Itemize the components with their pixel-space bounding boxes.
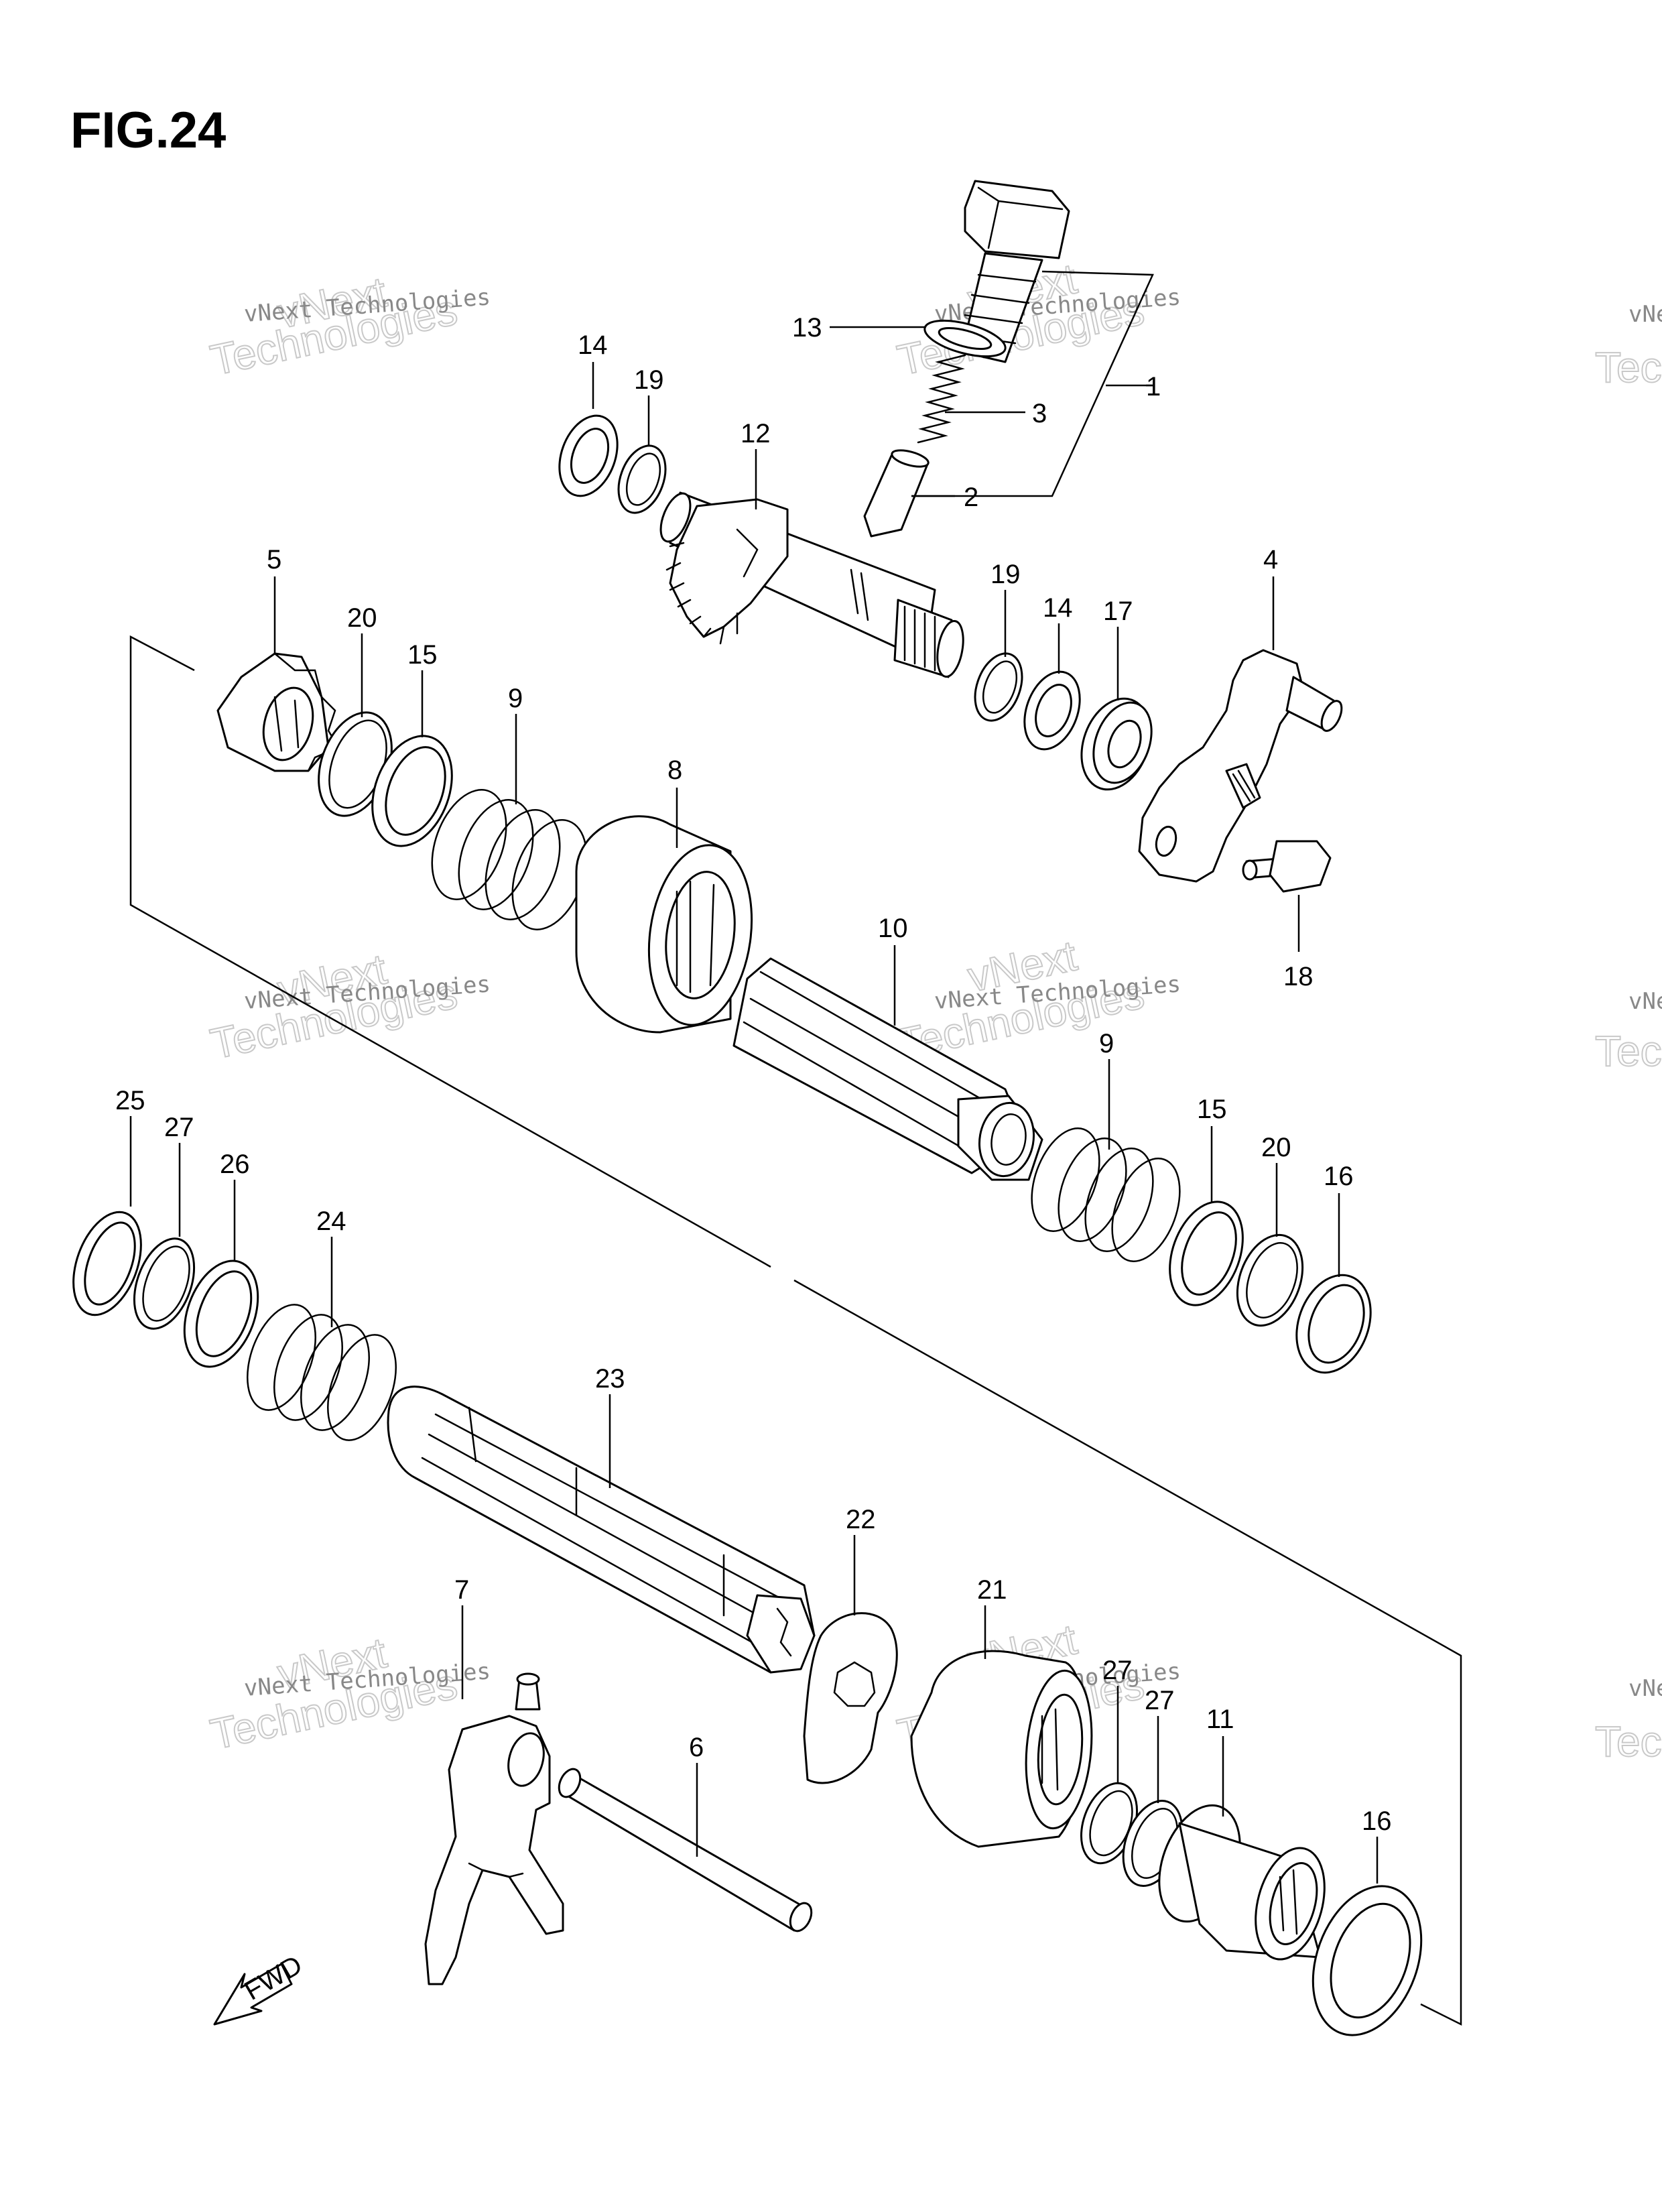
cam-ring-8: [575, 815, 753, 1034]
fwd-arrow-icon: FWD: [213, 1950, 308, 2026]
callout-27-left: 27: [164, 1113, 194, 1142]
callout-1: 1: [1146, 372, 1161, 402]
gear-shaft-12: [659, 491, 964, 678]
shift-drum-23: [387, 1386, 816, 1674]
assembly-bracket-lower: [793, 1279, 1462, 2026]
washer-15-top: [371, 735, 453, 847]
figure-title: FIG.24: [70, 102, 226, 159]
plunger-2: [863, 449, 930, 538]
watermark-top-left: Technologies vNext vNext Technologies: [206, 267, 491, 385]
oil-seal-17: [1080, 697, 1153, 791]
watermark-large-text: Technologies: [1595, 1027, 1662, 1075]
callout-7: 7: [454, 1575, 469, 1605]
callout-20-right: 20: [1261, 1133, 1291, 1162]
assembly-bracket-upper: [129, 635, 771, 1268]
shift-fork-7: [424, 1672, 564, 1985]
splined-shaft-10: [732, 957, 1043, 1181]
callout-5: 5: [267, 545, 281, 574]
washer-16-right: [1295, 1274, 1372, 1374]
callout-4: 4: [1263, 545, 1278, 574]
callout-24: 24: [316, 1207, 346, 1236]
washer-25: [72, 1211, 142, 1316]
washer-14-right: [1023, 670, 1081, 751]
callout-21: 21: [977, 1575, 1007, 1605]
callout-3: 3: [1032, 399, 1047, 428]
callout-13: 13: [792, 313, 822, 343]
callout-14-right: 14: [1043, 593, 1073, 623]
callout-labels: 1 2 3 4 5 6 7 8 9 9 10 11 12 13 14 14 15…: [115, 313, 1392, 1836]
callout-16-lower: 16: [1362, 1806, 1392, 1836]
washer-15-right: [1169, 1201, 1244, 1306]
callout-11: 11: [1206, 1705, 1234, 1734]
callout-16-right: 16: [1324, 1162, 1354, 1191]
circlip-19-right: [974, 652, 1023, 722]
circlip-19-top: [617, 444, 667, 514]
ratchet-gear-5: [216, 652, 340, 772]
watermark-small-text: vNext Technologies: [1628, 988, 1662, 1015]
callout-2: 2: [964, 483, 978, 512]
washer-13: [923, 319, 1007, 358]
washer-16-lower: [1312, 1885, 1423, 2036]
callout-10: 10: [878, 914, 908, 943]
watermark-mid-right: Technologies vNext vNext Technologies: [893, 930, 1181, 1068]
bushing-11: [1158, 1804, 1326, 1961]
callout-27-right-b: 27: [1145, 1686, 1175, 1715]
callout-20-top: 20: [347, 603, 377, 633]
washer-14-top: [558, 414, 619, 497]
spring-24: [247, 1304, 397, 1441]
leader-bracket-1: [911, 270, 1154, 497]
fork-shaft-6: [558, 1768, 813, 1932]
washer-26: [183, 1259, 259, 1368]
watermark-mid-left: Technologies vNext vNext Technologies: [206, 944, 491, 1068]
circlip-27-left: [133, 1237, 196, 1330]
watermark-edge-right: vNext Technologies Technologies vNext Te…: [1594, 301, 1662, 1766]
spring-9-right: [1031, 1127, 1181, 1262]
callout-23: 23: [595, 1364, 625, 1394]
callout-18: 18: [1283, 962, 1314, 991]
bolt-18: [1242, 840, 1332, 893]
callout-12: 12: [741, 419, 771, 448]
circlip-20-right: [1236, 1233, 1304, 1327]
watermark-small-text: vNext Technologies: [1628, 301, 1662, 328]
callout-9-top: 9: [508, 684, 523, 713]
callout-15-top: 15: [407, 640, 438, 670]
cam-plate-22: [803, 1612, 898, 1784]
watermark-bottom-left: Technologies vNext vNext Technologies: [206, 1627, 491, 1759]
callout-19-right: 19: [990, 560, 1021, 589]
watermark-small-text: vNext Technologies: [1628, 1675, 1662, 1702]
callout-17: 17: [1103, 597, 1133, 626]
callout-9-right: 9: [1099, 1029, 1114, 1058]
callout-19-top: 19: [634, 365, 664, 395]
shift-arm-4: [1138, 649, 1343, 883]
fwd-label: FWD: [240, 1950, 308, 2006]
callout-15-right: 15: [1197, 1095, 1227, 1124]
watermark-large-text: Technologies: [1595, 1717, 1662, 1766]
callout-26: 26: [220, 1150, 250, 1179]
callout-27-right-a: 27: [1102, 1656, 1133, 1685]
watermark-group: Technologies vNext vNext Technologies Te…: [206, 253, 1662, 1766]
callout-8: 8: [667, 755, 682, 785]
callout-14-top: 14: [578, 330, 608, 360]
spring-3: [917, 354, 966, 444]
callout-22: 22: [846, 1505, 876, 1534]
callout-25: 25: [115, 1086, 145, 1115]
watermark-large-text: Technologies: [1595, 343, 1662, 391]
guide-ring-21: [910, 1650, 1093, 1848]
callout-6: 6: [689, 1733, 704, 1762]
